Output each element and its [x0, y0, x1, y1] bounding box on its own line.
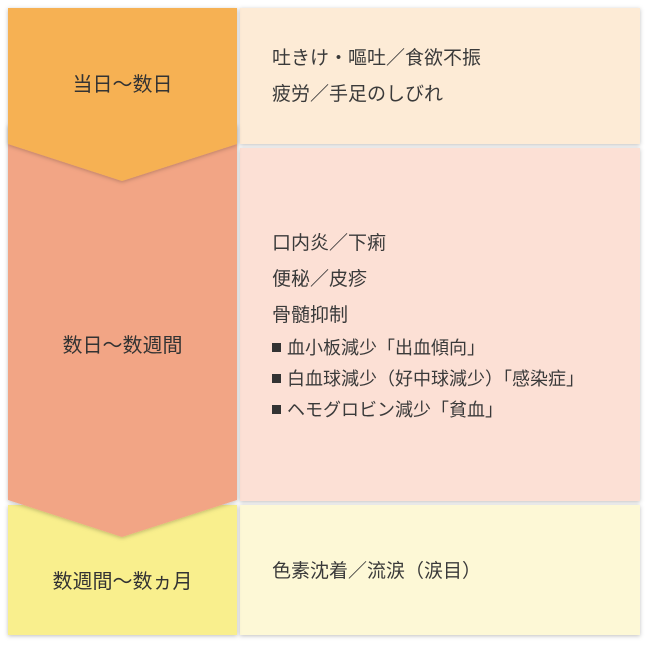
symptom-line: 口内炎／下痢	[272, 232, 387, 254]
stage-label-2: 数日〜数週間	[62, 333, 183, 357]
symptom-line: 吐きけ・嘔吐／食欲不振	[272, 47, 482, 69]
symptom-bullet: ヘモグロビン減少「貧血」	[272, 395, 632, 426]
symptom-line: 骨髄抑制	[272, 304, 349, 326]
symptom-panel-1: 吐きけ・嘔吐／食欲不振 疲労／手足のしびれ	[272, 40, 632, 112]
square-bullet-icon	[272, 374, 281, 383]
symptom-line: 疲労／手足のしびれ	[272, 83, 444, 105]
stage-label-3: 数週間〜数ヵ月	[52, 569, 193, 593]
bullet-text: 白血球減少（好中球減少）「感染症」	[287, 369, 584, 390]
panel-bg-1	[240, 8, 640, 144]
stage-bg-3	[8, 505, 237, 635]
panel-bg-3	[240, 505, 640, 635]
symptom-panel-3: 色素沈着／流涙（涙目）	[272, 553, 632, 589]
bullet-text: ヘモグロビン減少「貧血」	[287, 400, 503, 421]
symptom-bullet: 白血球減少（好中球減少）「感染症」	[272, 364, 632, 395]
square-bullet-icon	[272, 343, 281, 352]
bullet-text: 血小板減少「出血傾向」	[287, 338, 485, 359]
symptom-line: 便秘／皮疹	[272, 268, 368, 290]
stage-label-1: 当日〜数日	[72, 72, 173, 96]
symptom-line: 色素沈着／流涙（涙目）	[272, 560, 482, 582]
stage-bg-1	[8, 8, 237, 181]
panel-bg-2	[240, 148, 640, 501]
symptom-panel-2: 口内炎／下痢 便秘／皮疹 骨髄抑制 血小板減少「出血傾向」 白血球減少（好中球減…	[272, 225, 632, 426]
stage-bg-2	[8, 125, 237, 537]
symptom-bullet: 血小板減少「出血傾向」	[272, 333, 632, 364]
square-bullet-icon	[272, 405, 281, 414]
